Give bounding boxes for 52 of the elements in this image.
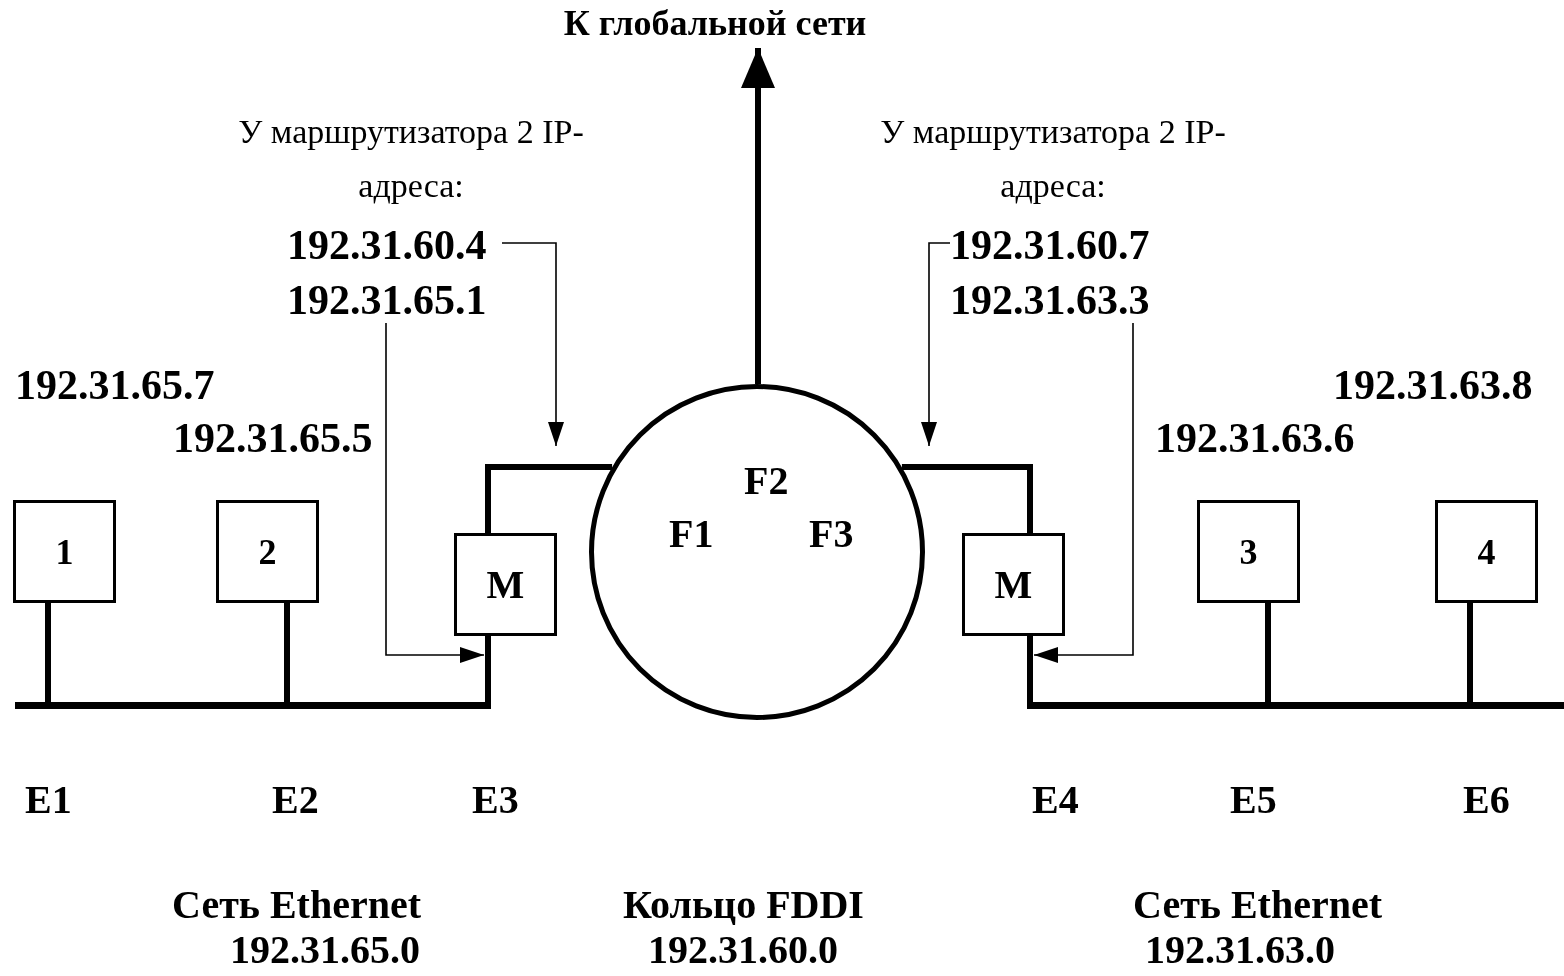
connection-line bbox=[284, 603, 290, 702]
arrow bbox=[741, 48, 775, 384]
network-label: 192.31.63.0 bbox=[1145, 928, 1335, 972]
segment-label: E4 bbox=[1032, 778, 1079, 822]
connection-line bbox=[485, 636, 491, 702]
leader-arrow bbox=[385, 322, 485, 663]
host-box bbox=[454, 533, 557, 636]
ip-address-label: 192.31.63.6 bbox=[1155, 415, 1355, 462]
network-label: Сеть Ethernet bbox=[1133, 883, 1382, 927]
host-box bbox=[1435, 500, 1538, 603]
network-label: Сеть Ethernet bbox=[172, 883, 421, 927]
connection-line bbox=[901, 464, 1033, 533]
ip-address-text: 192.31.60.7 bbox=[950, 222, 1150, 269]
segment-label: E3 bbox=[472, 778, 519, 822]
segment-label: E2 bbox=[272, 778, 319, 822]
connection-line bbox=[1027, 636, 1033, 702]
ip-address-label: 192.31.65.7 bbox=[15, 362, 215, 409]
connection-line bbox=[1467, 603, 1473, 702]
network-label: Кольцо FDDI bbox=[623, 883, 864, 927]
heading-text: К глобальной сети bbox=[563, 2, 867, 45]
ip-address-text: 192.31.63.3 bbox=[950, 277, 1150, 324]
connection-line bbox=[1265, 603, 1271, 702]
router-note-text: У маршрутизатора 2 IP-адреса: bbox=[879, 112, 1227, 207]
ip-address-label: 192.31.63.8 bbox=[1333, 362, 1533, 409]
ring-station-label: F2 bbox=[744, 461, 789, 501]
box-label: 3 bbox=[1239, 533, 1258, 570]
box-label: 2 bbox=[258, 533, 277, 570]
box-label: M bbox=[994, 564, 1033, 605]
host-box bbox=[13, 500, 116, 603]
host-box bbox=[216, 500, 319, 603]
segment-label: E1 bbox=[25, 778, 72, 822]
segment-label: E6 bbox=[1463, 778, 1510, 822]
box-label: 4 bbox=[1477, 533, 1496, 570]
connection-line bbox=[485, 464, 613, 533]
leader-arrow bbox=[501, 242, 564, 447]
ip-address-text: 192.31.60.4 bbox=[287, 222, 487, 269]
leader-arrow bbox=[921, 242, 951, 447]
ring-station-label: F3 bbox=[809, 514, 854, 554]
box-label: 1 bbox=[55, 533, 74, 570]
router-note-text: У маршрутизатора 2 IP-адреса: bbox=[237, 112, 585, 207]
leader-arrow bbox=[1033, 322, 1134, 663]
box-label: M bbox=[486, 564, 525, 605]
network-label: 192.31.65.0 bbox=[230, 928, 420, 972]
fddi-ring-circle bbox=[589, 384, 925, 720]
host-box bbox=[1197, 500, 1300, 603]
network-label: 192.31.60.0 bbox=[648, 928, 838, 972]
ip-address-text: 192.31.65.1 bbox=[287, 277, 487, 324]
ring-station-label: F1 bbox=[669, 514, 714, 554]
ip-address-label: 192.31.65.5 bbox=[173, 415, 373, 462]
segment-label: E5 bbox=[1230, 778, 1277, 822]
connection-line bbox=[45, 603, 51, 702]
host-box bbox=[962, 533, 1065, 636]
